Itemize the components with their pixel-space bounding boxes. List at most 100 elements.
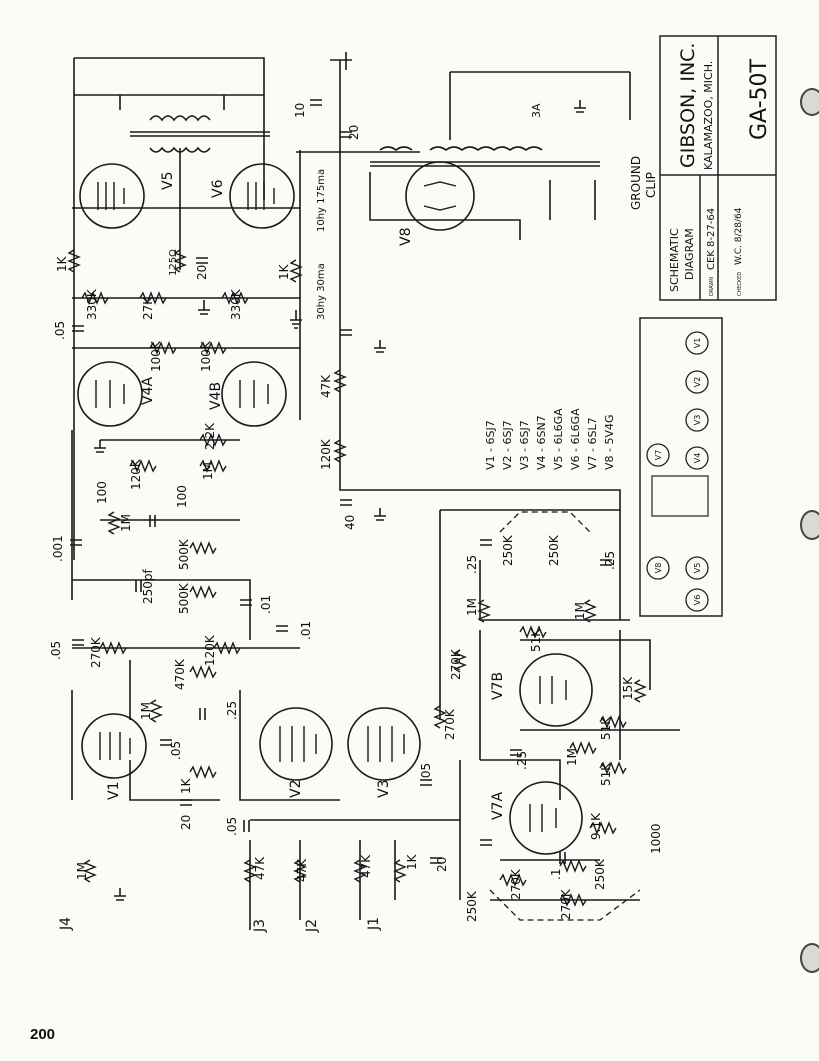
value-label: 120K (319, 438, 333, 470)
checked-label: CHECKED (737, 272, 743, 296)
tube-label-v6: V6 (210, 179, 226, 198)
socket-label: V7 (654, 450, 663, 461)
tube-list-item: V7 - 6SL7 (586, 417, 599, 470)
tube-v4b (221, 361, 287, 427)
value-label: 120K (129, 458, 143, 490)
value-label: 15K (621, 676, 635, 700)
value-label: 1K (405, 853, 419, 870)
tube-elements (95, 181, 567, 832)
tube-v2 (259, 707, 333, 781)
value-label: .05 (49, 641, 63, 660)
value-label: 51K (599, 762, 613, 786)
ground-label: GROUND (629, 156, 643, 210)
punch-hole (800, 88, 819, 116)
tube-label-v4a: V4A (140, 377, 156, 405)
tube-label-v1: V1 (106, 782, 122, 800)
value-label: 330K (85, 288, 99, 320)
value-label: 500K (177, 538, 191, 570)
value-label: 40 (343, 515, 357, 530)
tube-list-item: V8 - 5V4G (603, 414, 616, 470)
company-location: KALAMAZOO, MICH. (702, 61, 715, 170)
tube-list: V1 - 6SJ7 V2 - 6SJ7 V3 - 6SJ7 V4 - 6SN7 … (484, 408, 616, 470)
value-label: 1M (139, 702, 153, 720)
tube-list-item: V1 - 6SJ7 (484, 420, 497, 470)
resistors (67, 249, 647, 907)
value-label: 270K (449, 648, 463, 680)
value-label: .01 (259, 595, 273, 614)
value-label: 27K (141, 296, 155, 320)
capacitors (70, 99, 612, 864)
value-label: .05 (225, 817, 239, 836)
checked-value: W.C. 8/28/64 (734, 207, 744, 265)
value-label: .25 (515, 751, 529, 770)
value-label: 2.2K (203, 422, 217, 450)
value-label: 51K (529, 628, 543, 652)
jack-label-j2: J2 (304, 919, 320, 933)
value-label: 20 (179, 815, 193, 830)
value-label: 1M (75, 862, 89, 880)
tube-v3 (347, 707, 421, 781)
tube-list-item: V4 - 6SN7 (535, 415, 548, 470)
socket-label: V2 (693, 377, 702, 388)
tube-label-v3: V3 (376, 780, 392, 798)
model-number: GA-50T (747, 58, 772, 140)
jack-label-j3: J3 (252, 919, 268, 933)
page-number: 200 (30, 1026, 56, 1043)
value-label: 500K (177, 582, 191, 614)
clip-label: CLIP (644, 172, 658, 198)
value-label: 270K (89, 636, 103, 668)
socket-label: V8 (654, 563, 663, 574)
fuse-label: 3A (530, 103, 543, 118)
value-label: 1M (119, 514, 133, 532)
value-label: 20 (435, 857, 449, 872)
value-label: 330K (229, 288, 243, 320)
value-label: 470K (173, 658, 187, 690)
value-label: .05 (169, 741, 183, 760)
value-label: 1M (465, 598, 479, 616)
tube-v5 (79, 163, 145, 229)
socket-label: V5 (693, 563, 702, 574)
jack-label-j1: J1 (366, 917, 382, 931)
socket-label: V4 (693, 453, 702, 464)
value-label: .05 (419, 763, 433, 782)
value-label-125ohm: 125Ω (168, 249, 179, 276)
drawn-label: DRAWN (709, 277, 715, 296)
value-label: 270K (509, 868, 523, 900)
value-label: 250K (465, 890, 479, 922)
tube-label-v7a: V7A (490, 792, 506, 820)
tube-v7b (519, 653, 593, 727)
value-label: 47K (295, 858, 309, 882)
tube-label-v7b: V7B (490, 672, 506, 700)
value-label: 51K (599, 716, 613, 740)
value-label: 250K (547, 534, 561, 566)
value-label: 100 (175, 485, 189, 508)
value-label: 1K (179, 777, 193, 794)
value-label: 250K (593, 858, 607, 890)
tube-label-v2: V2 (288, 780, 304, 798)
socket-label: V1 (693, 338, 702, 349)
value-label: 10 (293, 103, 307, 118)
tube-list-item: V5 - 6L6GA (552, 408, 565, 470)
value-label: 47K (359, 854, 373, 878)
punch-hole (800, 943, 819, 973)
tube-list-item: V6 - 6L6GA (569, 408, 582, 470)
value-label: .1 (549, 869, 563, 880)
tube-layout-panel: V1 V2 V3 V4 V7 V5 V8 V6 (639, 317, 723, 617)
value-label: 1K (55, 255, 69, 272)
tube-list-item: V2 - 6SJ7 (501, 420, 514, 470)
value-label: 1K (277, 263, 291, 280)
schematic-wiring (71, 52, 680, 930)
socket-label: V3 (693, 415, 702, 426)
company-name: GIBSON, INC. (677, 43, 699, 168)
jack-label-j4: J4 (58, 917, 74, 931)
vacuum-tubes (77, 161, 593, 855)
value-label: .05 (53, 321, 67, 340)
tube-v6 (229, 163, 295, 229)
value-label: 100K (199, 340, 213, 372)
value-label: 1M (565, 748, 579, 766)
tube-list-item: V3 - 6SJ7 (518, 420, 531, 470)
value-label: 100K (149, 340, 163, 372)
tube-label-v8: V8 (398, 228, 414, 246)
value-label: 1M (201, 462, 215, 480)
